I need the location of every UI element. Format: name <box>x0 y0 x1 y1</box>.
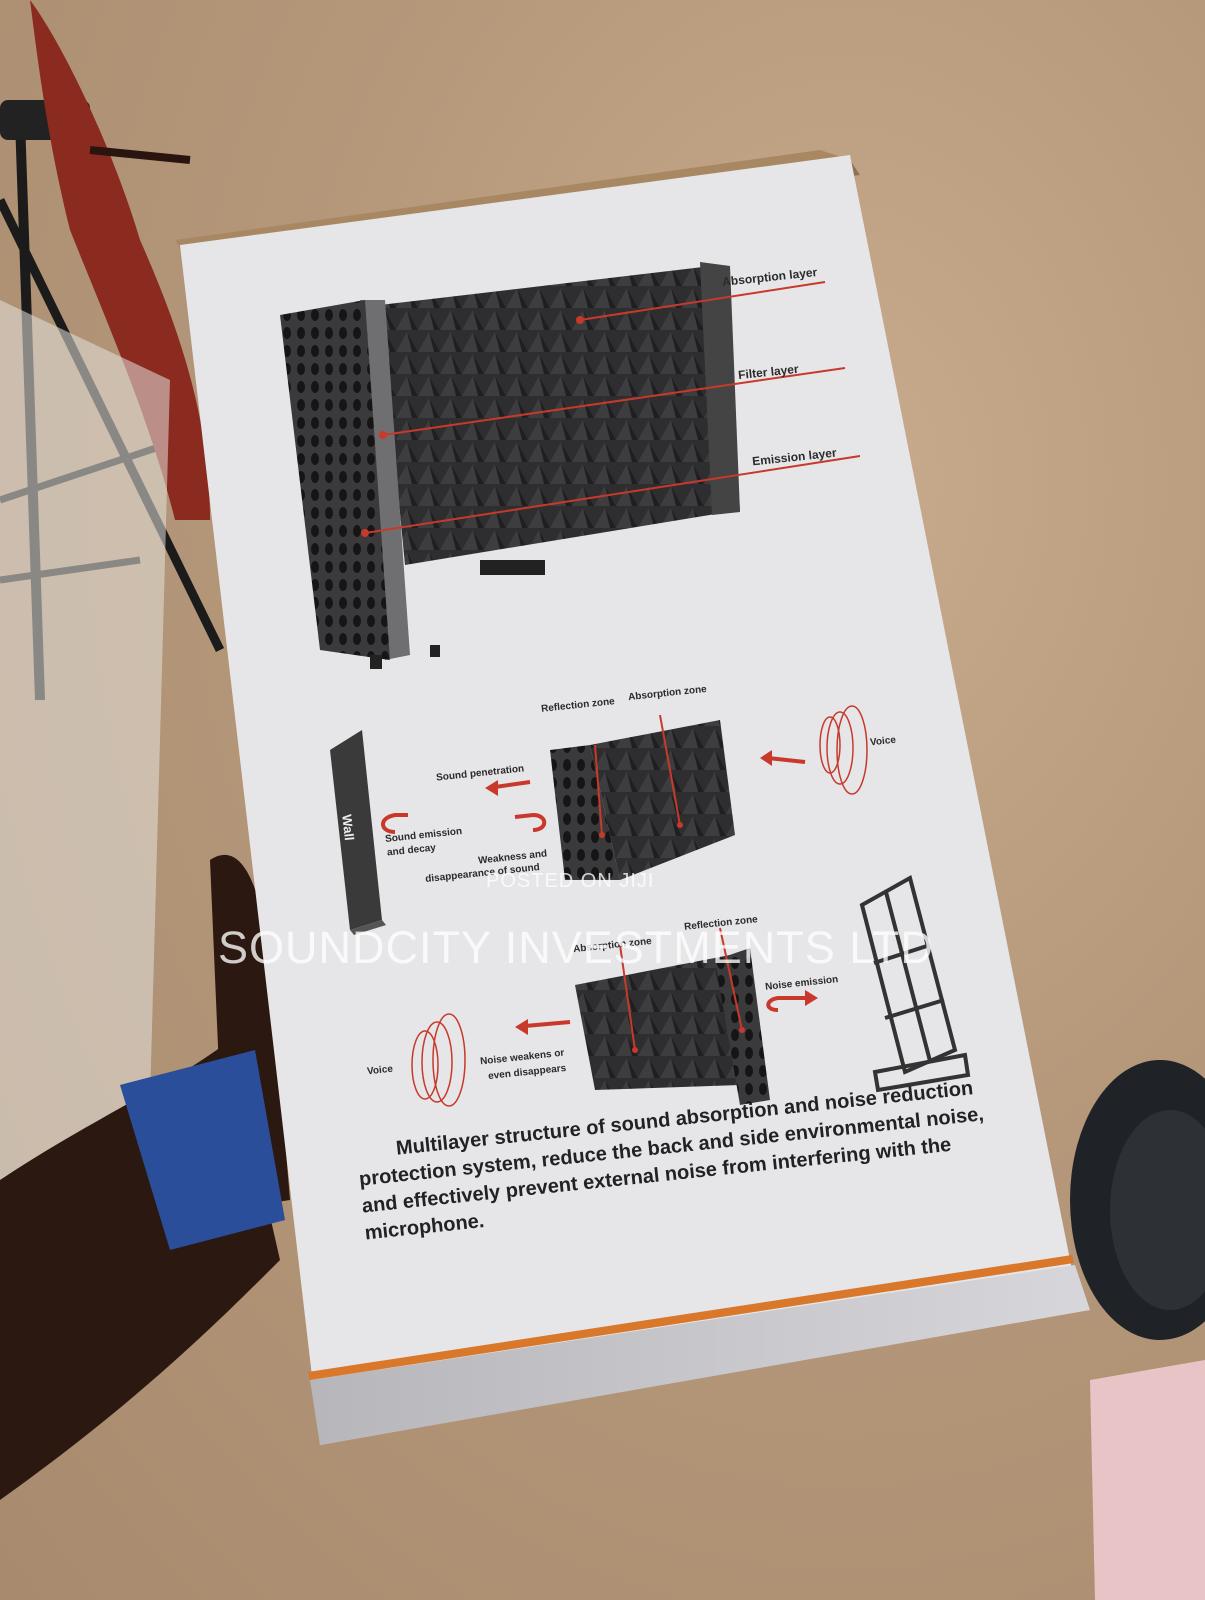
pink-package <box>1090 1360 1205 1600</box>
chair-part <box>1070 1060 1205 1340</box>
watermark-posted: POSTED ON JIJI <box>486 870 655 892</box>
reflection-filter-illustration <box>280 262 740 669</box>
label-wall: Wall <box>339 813 357 842</box>
watermark-company: SOUNDCITY INVESTMENTS LTD <box>218 922 934 973</box>
callout-dots <box>361 316 584 537</box>
callout-lines <box>364 281 861 534</box>
plastic-sheet <box>0 300 170 1200</box>
hand-and-arm <box>0 854 290 1500</box>
wall-diagram <box>330 705 868 935</box>
window-diagram <box>411 874 971 1107</box>
